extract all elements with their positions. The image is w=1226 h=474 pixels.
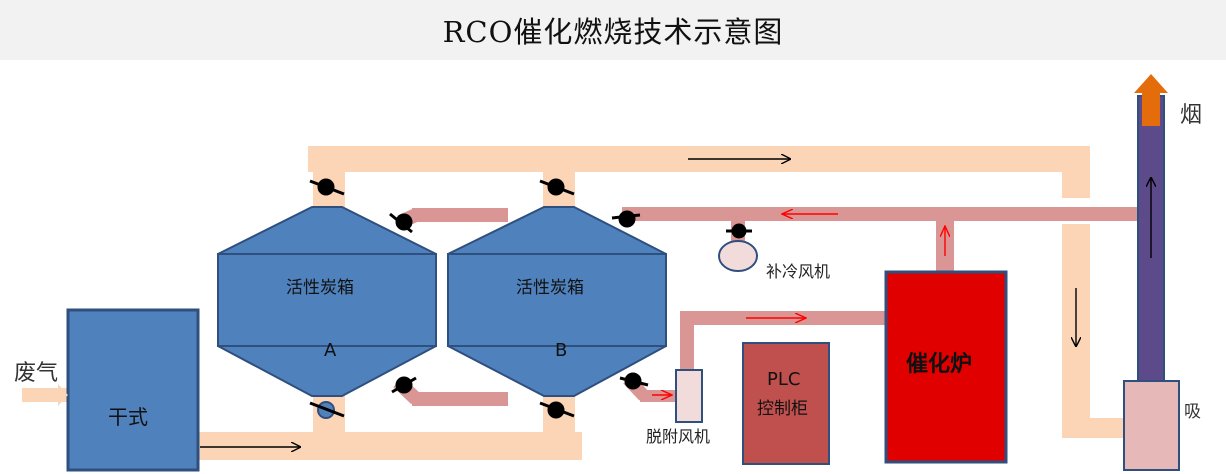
- plc-cabinet-box: [742, 342, 830, 465]
- valve-icon: [539, 178, 575, 196]
- waste-gas-inlet-pipe: [22, 388, 68, 402]
- diagram-labels: 废气 干式 活性炭箱 A 活性炭箱 B 补冷风机 脱附风机 PLC 控制柜 催化…: [14, 103, 1202, 446]
- main-duct-system: [196, 146, 1130, 460]
- suction-fan-box: [1123, 380, 1180, 471]
- dry-filter-box: [66, 308, 200, 472]
- valve-icon: [309, 401, 345, 419]
- carbon-box-b: [447, 206, 667, 397]
- top-duct-down-right: [1062, 146, 1090, 198]
- carbon-box-b-letter: B: [555, 340, 567, 361]
- page-title: RCO催化燃烧技术示意图: [442, 15, 784, 49]
- carbon-box-a-label: 活性炭箱: [286, 278, 354, 298]
- desorption-fan-box: [675, 369, 703, 423]
- hot-branch-a-bottom: [412, 392, 508, 406]
- valve-icon: [539, 401, 575, 419]
- carbon-box-a: [217, 206, 437, 397]
- plc-cabinet-label: 控制柜: [757, 399, 808, 419]
- carbon-box-b-bottom-cone: [447, 345, 667, 397]
- flow-arrows: [58, 159, 1151, 447]
- dry-filter-unit: [22, 308, 200, 472]
- valve-icon: [726, 223, 752, 239]
- chimney-top-arrow-icon: [1134, 74, 1168, 126]
- plc-label: PLC: [767, 369, 800, 390]
- carbon-box-a-bottom-cone: [217, 345, 437, 397]
- valve-icon: [391, 376, 417, 394]
- valve-icon: [309, 178, 345, 196]
- header-bar: RCO催化燃烧技术示意图: [0, 0, 1226, 60]
- waste-gas-inlet-arrow-icon: [58, 384, 68, 406]
- desorb-out-horizontal: [640, 390, 676, 402]
- valves: [309, 178, 752, 419]
- chimney: [1123, 74, 1180, 471]
- catalytic-furnace-box: [884, 270, 1008, 464]
- desorb-feed-vertical: [680, 311, 694, 375]
- valve-icon: [389, 212, 413, 234]
- cooling-fan-label: 补冷风机: [766, 262, 830, 281]
- hot-branch-a-top: [412, 208, 508, 222]
- right-return-bottom: [1062, 418, 1130, 438]
- bottom-duct: [196, 432, 582, 460]
- carbon-box-b-label: 活性炭箱: [516, 278, 584, 298]
- dry-filter-label: 干式: [108, 405, 148, 429]
- cooling-fan-body: [718, 240, 758, 272]
- catalytic-furnace-label: 催化炉: [906, 351, 972, 377]
- suction-label: 吸: [1184, 402, 1201, 422]
- carbon-box-a-body: [217, 253, 437, 347]
- carbon-box-a-letter: A: [324, 340, 337, 361]
- valve-icon: [619, 372, 649, 390]
- valve-icon: [611, 210, 641, 228]
- waste-gas-label: 废气: [14, 361, 58, 386]
- desorption-fan-label: 脱附风机: [646, 427, 710, 446]
- hot-return-duct: [622, 207, 1138, 221]
- carbon-box-b-body: [447, 253, 667, 347]
- chimney-label: 烟: [1180, 103, 1202, 128]
